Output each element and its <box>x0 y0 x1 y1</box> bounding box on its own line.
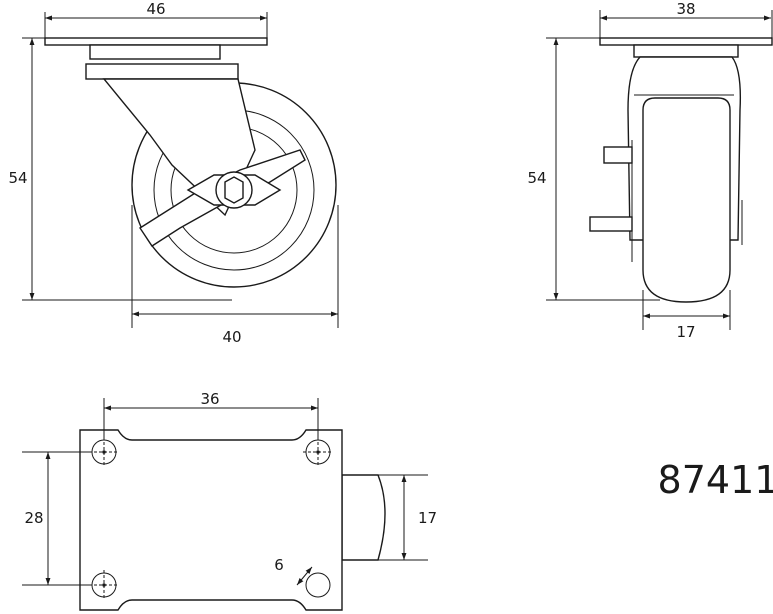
dim-plate-hole-spacing-y: 28 <box>24 509 43 527</box>
side-top-plate <box>44 37 268 46</box>
dim-side-wheel-diameter: 40 <box>222 328 241 346</box>
front-top-plate <box>599 37 773 46</box>
dim-front-top-width: 38 <box>676 0 695 18</box>
side-view: 46 54 40 <box>8 0 339 346</box>
dim-front-height: 54 <box>527 169 546 187</box>
front-brake-tab-lower <box>589 216 633 232</box>
dim-front-wheel-width: 17 <box>676 323 695 341</box>
plate-wheel-stub <box>341 474 386 561</box>
plate-outline <box>79 429 343 611</box>
side-axle-nut <box>224 176 244 204</box>
dim-line-plate-hole-diameter <box>296 566 313 586</box>
dim-plate-hole-diameter: 6 <box>274 556 284 574</box>
plate-hole-top-left <box>89 437 119 467</box>
dim-plate-wheel-width: 17 <box>418 509 437 527</box>
front-wheel <box>642 97 731 303</box>
front-view: 38 54 17 <box>527 0 773 341</box>
side-swivel-bearing <box>89 44 221 60</box>
side-swivel-ring <box>85 63 239 80</box>
plate-hole-bottom-left <box>89 570 119 600</box>
front-brake-tab-upper <box>603 146 633 164</box>
plate-view: 36 28 17 6 <box>22 390 437 611</box>
dim-side-top-width: 46 <box>146 0 165 18</box>
model-number: 87411 <box>658 458 773 502</box>
dim-side-height: 54 <box>8 169 27 187</box>
plate-hole-top-right <box>303 437 333 467</box>
plate-hole-bottom-right <box>305 572 331 598</box>
dim-plate-hole-spacing-x: 36 <box>200 390 219 408</box>
front-swivel-bearing <box>633 44 739 58</box>
